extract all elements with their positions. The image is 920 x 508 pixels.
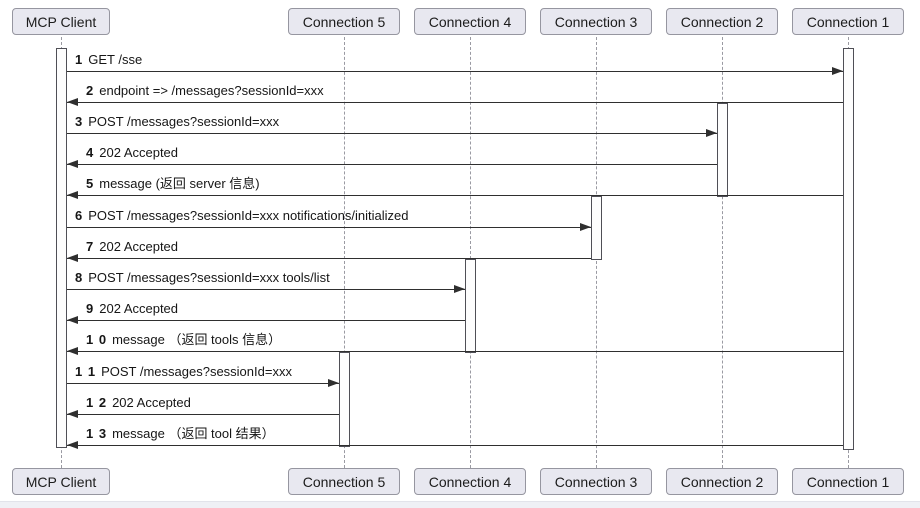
message-label: 9 202 Accepted: [86, 301, 178, 317]
message-number: 5: [86, 176, 95, 191]
message-text: POST /messages?sessionId=xxx: [88, 114, 280, 129]
participant-connection-4-bottom: Connection 4: [414, 468, 526, 495]
message-number: 6: [75, 208, 84, 223]
arrowhead-icon: [66, 191, 78, 199]
message-text: POST /messages?sessionId=xxx: [101, 364, 292, 379]
lifeline-connection-5: [343, 37, 345, 468]
message-line: [66, 227, 591, 228]
arrowhead-icon: [66, 98, 78, 106]
arrowhead-icon: [66, 347, 78, 355]
message-line: [66, 102, 843, 103]
message-number: 1 1: [75, 364, 97, 379]
participant-connection-2-top: Connection 2: [666, 8, 778, 35]
message-text: message （返回 tools 信息）: [112, 332, 282, 347]
participant-connection-2-bottom: Connection 2: [666, 468, 778, 495]
lifeline-connection-4: [469, 37, 471, 468]
arrowhead-icon: [66, 441, 78, 449]
arrowhead-icon: [327, 379, 339, 387]
message-text: POST /messages?sessionId=xxx tools/list: [88, 270, 330, 285]
arrowhead-icon: [705, 129, 717, 137]
lifeline-connection-2: [721, 37, 723, 468]
participant-connection-5-top: Connection 5: [288, 8, 400, 35]
message-text: 202 Accepted: [99, 239, 179, 254]
arrowhead-icon: [579, 223, 591, 231]
participant-mcp-client-top: MCP Client: [12, 8, 110, 35]
message-label: 1 2 202 Accepted: [86, 395, 191, 411]
message-text: message （返回 tool 结果）: [112, 426, 275, 441]
bottom-strip: [0, 501, 920, 508]
arrowhead-icon: [66, 316, 78, 324]
arrowhead-icon: [66, 160, 78, 168]
message-number: 4: [86, 145, 95, 160]
message-number: 1 2: [86, 395, 108, 410]
message-label: 6 POST /messages?sessionId=xxx notificati…: [75, 208, 408, 224]
activation-bar-connection-2: [716, 103, 728, 197]
arrowhead-icon: [66, 410, 78, 418]
activation-bar-mcp-client: [55, 48, 67, 448]
participant-connection-1-bottom: Connection 1: [792, 468, 904, 495]
message-label: 4 202 Accepted: [86, 145, 178, 161]
activation-bar-connection-5: [338, 352, 350, 447]
message-number: 1 3: [86, 426, 108, 441]
message-label: 1 3 message （返回 tool 结果）: [86, 426, 275, 442]
message-label: 1 GET /sse: [75, 52, 142, 68]
message-label: 8 POST /messages?sessionId=xxx tools/list: [75, 270, 330, 286]
message-number: 1: [75, 52, 84, 67]
message-number: 1 0: [86, 332, 108, 347]
arrowhead-icon: [831, 67, 843, 75]
message-number: 8: [75, 270, 84, 285]
message-line: [66, 195, 843, 196]
message-text: POST /messages?sessionId=xxx notificatio…: [88, 208, 409, 223]
message-line: [66, 133, 717, 134]
message-line: [66, 445, 843, 446]
participant-connection-1-top: Connection 1: [792, 8, 904, 35]
message-text: GET /sse: [88, 52, 143, 67]
arrowhead-icon: [66, 254, 78, 262]
arrowhead-icon: [453, 285, 465, 293]
participant-connection-3-bottom: Connection 3: [540, 468, 652, 495]
message-line: [66, 351, 843, 352]
message-line: [66, 258, 591, 259]
participant-mcp-client-bottom: MCP Client: [12, 468, 110, 495]
message-line: [66, 164, 717, 165]
message-line: [66, 71, 843, 72]
message-number: 3: [75, 114, 84, 129]
message-text: 202 Accepted: [99, 145, 179, 160]
message-text: endpoint => /messages?sessionId=xxx: [99, 83, 324, 98]
message-label: 7 202 Accepted: [86, 239, 178, 255]
message-text: message (返回 server 信息): [99, 176, 260, 191]
message-text: 202 Accepted: [112, 395, 191, 410]
message-label: 1 0 message （返回 tools 信息）: [86, 332, 281, 348]
participant-connection-5-bottom: Connection 5: [288, 468, 400, 495]
message-line: [66, 320, 465, 321]
activation-bar-connection-3: [590, 196, 602, 260]
message-label: 5 message (返回 server 信息): [86, 176, 260, 192]
message-number: 2: [86, 83, 95, 98]
message-text: 202 Accepted: [99, 301, 179, 316]
message-number: 9: [86, 301, 95, 316]
message-label: 1 1 POST /messages?sessionId=xxx: [75, 364, 292, 380]
participant-connection-3-top: Connection 3: [540, 8, 652, 35]
activation-bar-connection-1: [842, 48, 854, 450]
message-line: [66, 383, 339, 384]
message-line: [66, 289, 465, 290]
message-line: [66, 414, 339, 415]
activation-bar-connection-4: [464, 259, 476, 353]
participant-connection-4-top: Connection 4: [414, 8, 526, 35]
message-label: 2 endpoint => /messages?sessionId=xxx: [86, 83, 324, 99]
message-label: 3 POST /messages?sessionId=xxx: [75, 114, 279, 130]
message-number: 7: [86, 239, 95, 254]
